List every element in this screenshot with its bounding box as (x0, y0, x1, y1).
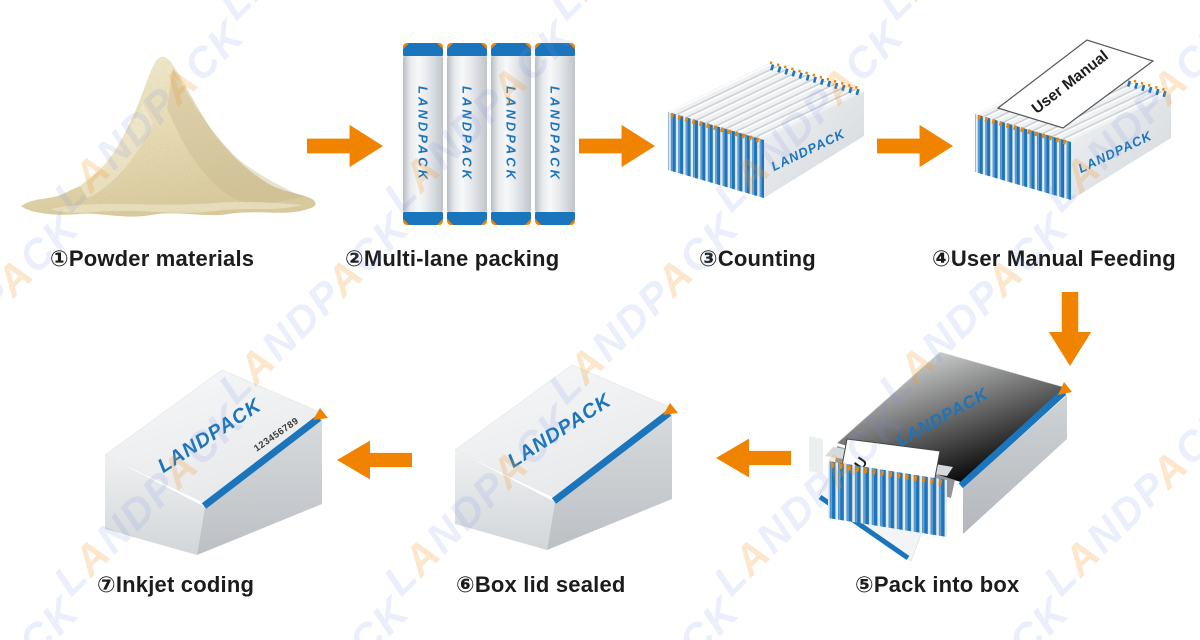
box-blue-stripe (551, 410, 672, 504)
watermark-text: LANDPACK (209, 0, 285, 29)
stick-pack-logo: LANDPACK (415, 86, 431, 182)
open-box-corner-triangle (1058, 382, 1072, 395)
bundle-top-face (668, 64, 864, 140)
bundle-side-face (1071, 94, 1171, 200)
stick-seal-top (535, 43, 575, 56)
box-front-face (547, 412, 672, 550)
box-blue-stripe (201, 415, 322, 509)
user-manual-paper (996, 39, 1155, 129)
step-label-inkjet-coding: ⑦Inkjet coding (97, 572, 255, 597)
stick-seal-top (491, 43, 531, 56)
stick-pack: LANDPACK (535, 43, 575, 225)
stick-body: LANDPACK (535, 56, 575, 212)
stick-packs-image: LANDPACK LANDPACK LANDPACK LANDPACK (403, 43, 575, 225)
arrow-step2-step3-right-icon (579, 124, 655, 168)
watermark-text: LANDPACK (539, 0, 615, 29)
box-corner-triangle (663, 403, 678, 415)
bundle-back-tip-dots (769, 61, 861, 90)
stick-seal-bottom (403, 212, 443, 225)
stick-pack: LANDPACK (491, 43, 531, 225)
stick-seal-top (447, 43, 487, 56)
bundle-back-stick-tips (770, 64, 862, 96)
pack-into-box-image: LANDPACK U (809, 351, 1072, 562)
step-label-multi-lane-packing: ②Multi-lane packing (345, 246, 560, 271)
stick-pack-logo: LANDPACK (547, 86, 563, 182)
stick-pack-logo: LANDPACK (459, 86, 475, 182)
box-corner-triangle (313, 408, 328, 420)
box-left-face (105, 455, 205, 555)
open-box-blue-stripe (958, 389, 1067, 489)
stick-seal-bottom (447, 212, 487, 225)
step-label-user-manual-feeding: ④User Manual Feeding (932, 246, 1176, 271)
box-left-face (455, 450, 555, 550)
box-front-face (197, 417, 322, 555)
arrow-step3-step4-right-icon (877, 124, 953, 168)
open-box-left-flap (809, 436, 823, 474)
stick-pack-logo: LANDPACK (503, 86, 519, 182)
bundle-front-tip-dots (977, 114, 1069, 146)
watermark-text: LANDPACK (0, 203, 89, 347)
bundle-side-face (764, 92, 864, 198)
stick-seal-bottom (535, 212, 575, 225)
stick-body: LANDPACK (403, 56, 443, 212)
bundle-stick-ends-face (828, 461, 947, 537)
step-label-box-lid-sealed: ⑥Box lid sealed (456, 572, 626, 597)
step-label-powder-materials: ①Powder materials (50, 246, 255, 271)
user-manual-feeding-image: LANDPACK User Manual (975, 39, 1171, 200)
step-label-counting: ③Counting (699, 246, 816, 271)
bundle-stick-ends-face (975, 114, 1071, 200)
bundle-stick-ends-face (668, 112, 764, 198)
stick-seal-bottom (491, 212, 531, 225)
watermark-text: LANDPACK (0, 587, 89, 640)
bundle-front-tip-dots (830, 462, 945, 486)
stick-pack: LANDPACK (447, 43, 487, 225)
sealed-box-image: LANDPACK (454, 364, 678, 550)
step-label-pack-into-box: ⑤Pack into box (855, 572, 1020, 597)
powder-texture (21, 56, 316, 217)
stick-body: LANDPACK (447, 56, 487, 212)
bundle-front-tip-dots (670, 112, 762, 144)
inkjet-box-image: LANDPACK 123456789 (104, 369, 328, 555)
counting-bundle-image: LANDPACK (668, 61, 864, 198)
open-box-side-face (963, 395, 1067, 534)
powder-pile-image (21, 56, 316, 217)
watermark-text: LANDPACK (0, 0, 89, 29)
watermark-text: LANDPACK (869, 0, 945, 29)
stick-pack: LANDPACK (403, 43, 443, 225)
stick-seal-top (403, 43, 443, 56)
stick-body: LANDPACK (491, 56, 531, 212)
